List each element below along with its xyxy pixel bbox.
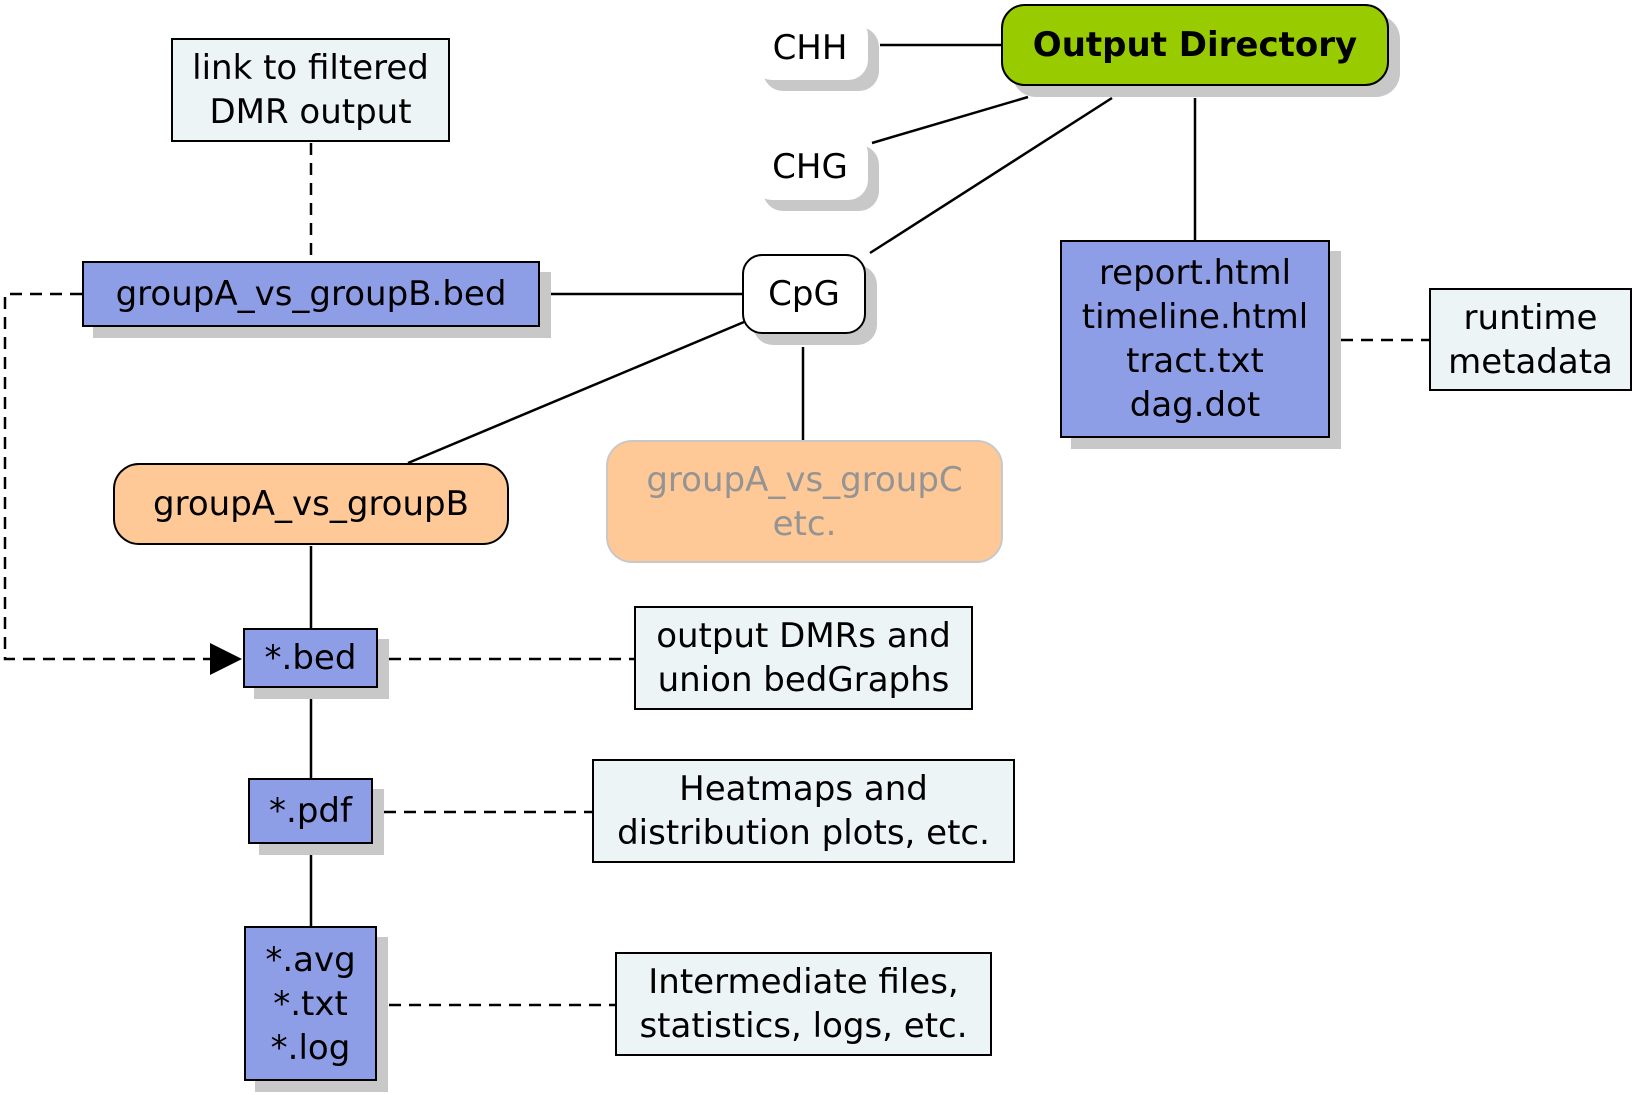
filtered-bed-label: groupA_vs_groupB.bed <box>115 274 507 314</box>
note-line: output DMRs and <box>656 616 951 656</box>
note-line: runtime <box>1463 297 1598 338</box>
edge-chg-root <box>871 95 1029 145</box>
pdf-file-box: *.pdf <box>248 778 373 844</box>
note-line: DMR output <box>209 92 412 132</box>
comparison-label: groupA_vs_groupC <box>646 459 963 500</box>
note-line: distribution plots, etc. <box>617 813 990 853</box>
root-file-item: timeline.html <box>1081 297 1309 337</box>
filtered-bed-file: groupA_vs_groupB.bed <box>82 261 540 327</box>
root-file-item: tract.txt <box>1126 341 1264 381</box>
comparison-node-groupab: groupA_vs_groupB <box>113 463 509 545</box>
pdf-file-note: Heatmaps and distribution plots, etc. <box>592 759 1015 863</box>
root-file-item: dag.dot <box>1129 385 1261 425</box>
note-line: union bedGraphs <box>657 660 950 700</box>
note-line: link to filtered <box>192 48 429 88</box>
note-line: statistics, logs, etc. <box>639 1006 968 1046</box>
filtered-dmr-note: link to filtered DMR output <box>171 38 450 142</box>
file-label: *.avg <box>265 939 356 980</box>
note-line: Heatmaps and <box>679 769 928 809</box>
note-line: metadata <box>1448 341 1613 382</box>
file-label: *.txt <box>273 983 348 1024</box>
edge-cpg-groupab <box>407 320 745 465</box>
runtime-metadata-note: runtime metadata <box>1429 288 1632 391</box>
bed-file-note: output DMRs and union bedGraphs <box>634 606 973 710</box>
context-label-chg: CHG <box>772 147 848 187</box>
edge-cpg-root <box>869 96 1113 255</box>
context-node-cpg: CpG <box>742 254 866 334</box>
comparison-node-groupac: groupA_vs_groupC etc. <box>606 440 1003 563</box>
file-label: *.pdf <box>269 791 352 831</box>
arrowhead-icon <box>210 643 242 675</box>
file-label: *.log <box>270 1027 351 1068</box>
intermediate-files-note: Intermediate files, statistics, logs, et… <box>615 952 992 1056</box>
file-label: *.bed <box>264 638 357 678</box>
comparison-label: groupA_vs_groupB <box>153 484 469 524</box>
context-node-chg: CHG <box>752 134 868 200</box>
output-directory-node: Output Directory <box>1001 4 1389 86</box>
root-files-box: report.html timeline.html tract.txt dag.… <box>1060 240 1330 438</box>
note-line: Intermediate files, <box>648 962 959 1002</box>
context-label-cpg: CpG <box>768 274 840 314</box>
context-node-chh: CHH <box>752 16 868 80</box>
dashed-link-arrow <box>3 292 212 661</box>
output-directory-label: Output Directory <box>1032 25 1358 65</box>
context-label-chh: CHH <box>772 28 848 68</box>
comparison-label: etc. <box>772 503 837 544</box>
bed-file-box: *.bed <box>243 628 378 688</box>
intermediate-files-box: *.avg *.txt *.log <box>244 926 377 1081</box>
root-file-item: report.html <box>1098 253 1292 293</box>
